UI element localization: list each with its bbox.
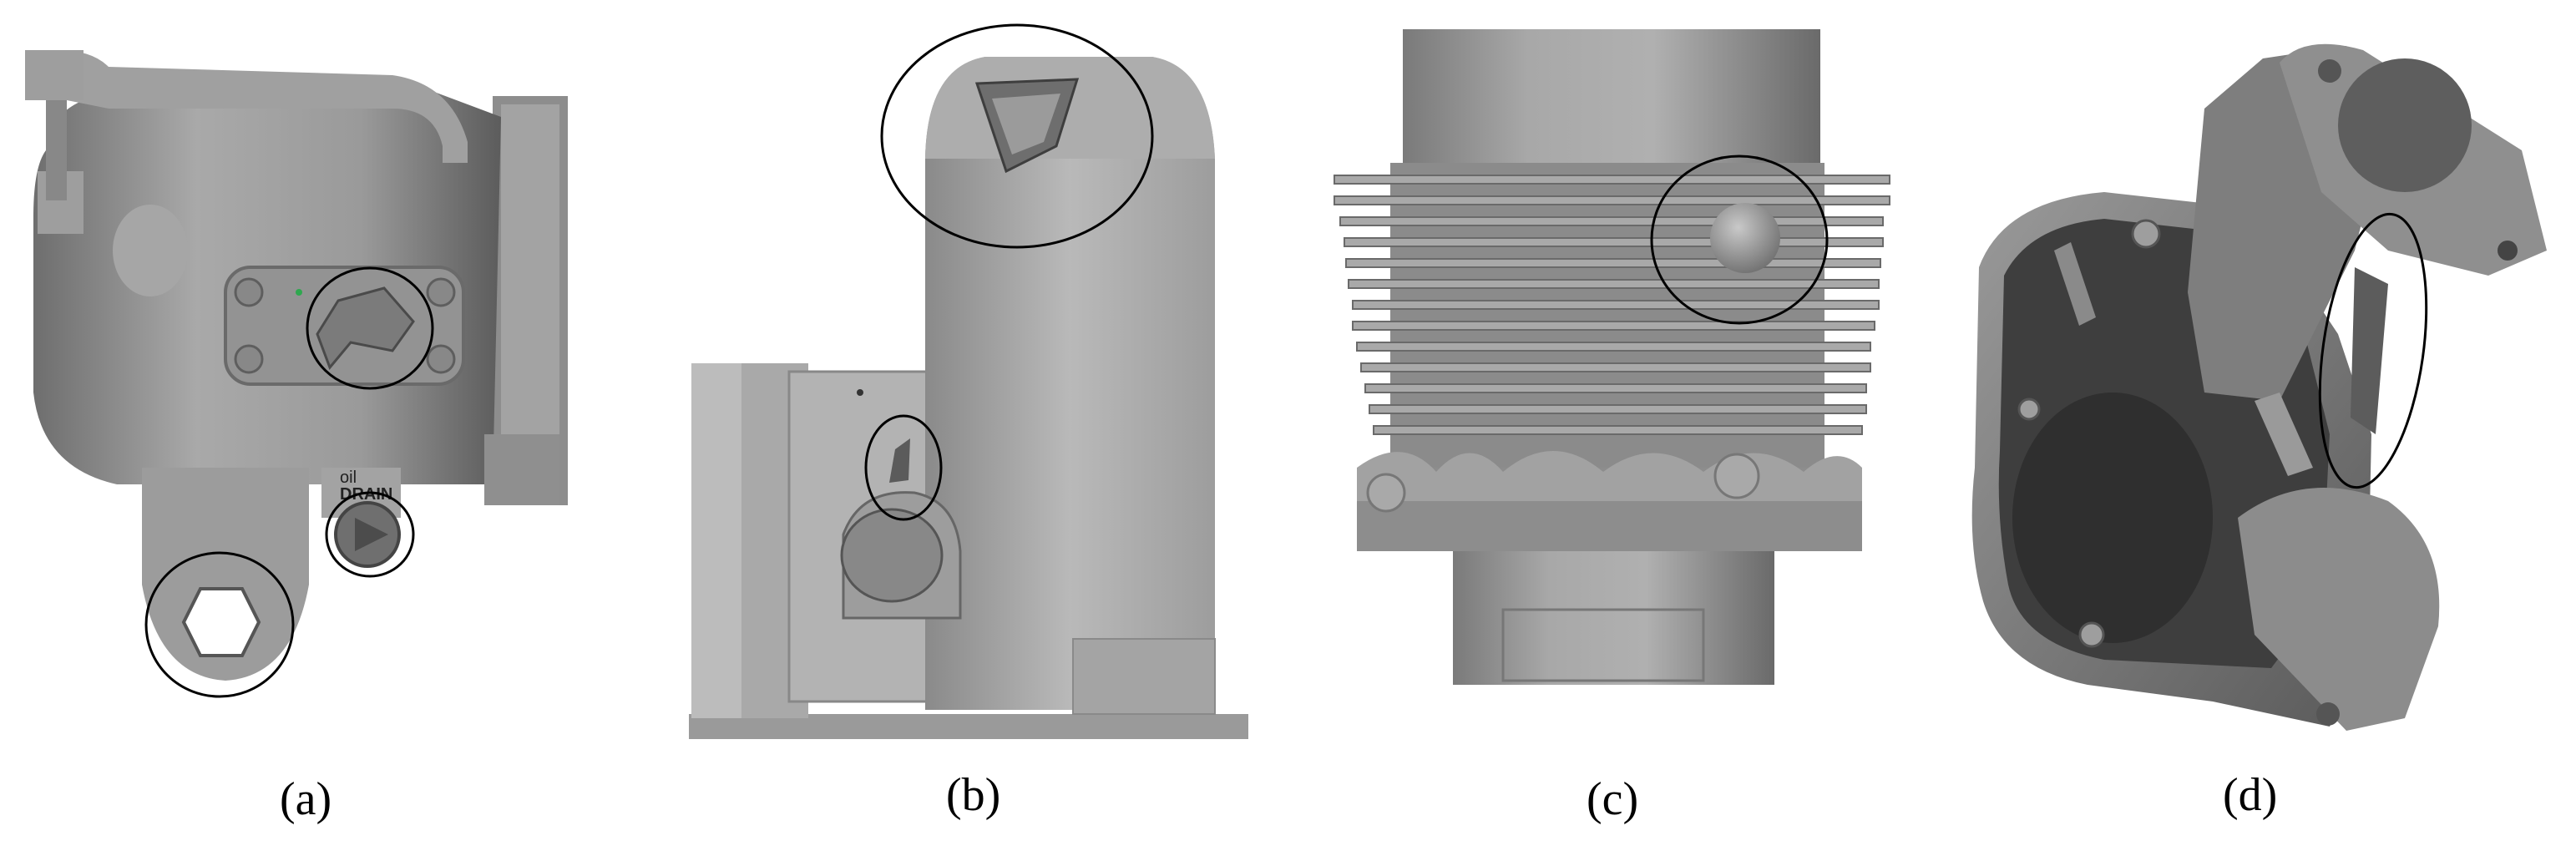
panel-d-highlight-circle: [2318, 212, 2428, 489]
panel-b-part-image: [689, 57, 1248, 739]
caption-d: (d): [2223, 769, 2278, 821]
panel-a-part-image: [25, 50, 568, 681]
caption-a: (a): [280, 773, 332, 825]
panel-c-part-image: [1334, 29, 1890, 685]
embossed-oil-text: oil: [340, 469, 357, 487]
panel-b-highlight-circles: [864, 23, 1154, 521]
panel-d-part-image: [1971, 43, 2547, 731]
panel-a-highlight-circles: [144, 266, 434, 698]
caption-c: (c): [1587, 773, 1639, 825]
embossed-drain-text: DRAIN: [340, 485, 392, 504]
caption-b: (b): [946, 769, 1001, 821]
panel-c-highlight-circle: [1650, 154, 1829, 325]
